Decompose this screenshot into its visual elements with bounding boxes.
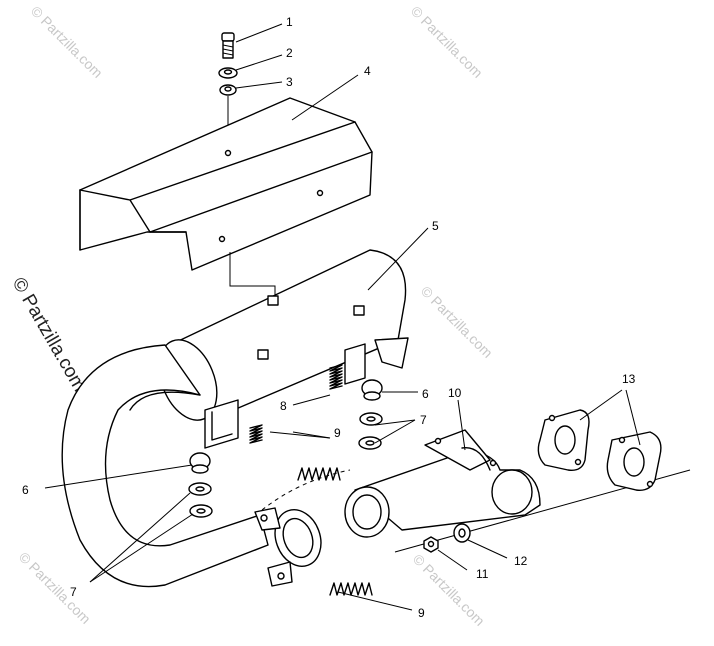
spring-9-mid bbox=[297, 467, 341, 481]
nut-3 bbox=[219, 84, 237, 96]
spring-8 bbox=[329, 364, 343, 390]
callout-6-left: 6 bbox=[22, 483, 29, 497]
head-pipe bbox=[61, 344, 322, 588]
manifold-10 bbox=[344, 429, 541, 538]
callout-8: 8 bbox=[280, 399, 287, 413]
washer-7-right-a bbox=[359, 412, 383, 426]
callout-4: 4 bbox=[364, 64, 371, 78]
watermark-vertical: © Partzilla.com bbox=[8, 274, 90, 395]
callout-6-right: 6 bbox=[422, 387, 429, 401]
callout-9-upper: 9 bbox=[334, 426, 341, 440]
callout-3: 3 bbox=[286, 75, 293, 89]
heat-shield-4 bbox=[79, 97, 373, 271]
callout-2: 2 bbox=[286, 46, 293, 60]
bolt-1 bbox=[221, 32, 235, 59]
washer-2 bbox=[218, 67, 238, 79]
gasket-13-a bbox=[537, 409, 590, 471]
callout-5: 5 bbox=[432, 219, 439, 233]
gasket-13-b bbox=[606, 431, 662, 491]
watermark-top-right: © Partzilla.com bbox=[408, 3, 486, 81]
callout-10: 10 bbox=[448, 386, 462, 400]
spring-9-lower bbox=[329, 582, 373, 596]
leader-lines bbox=[44, 23, 641, 611]
grommet-6-left bbox=[189, 452, 211, 474]
grommet-6-right bbox=[361, 379, 383, 401]
callout-9-lower: 9 bbox=[418, 606, 425, 620]
washer-7-right-b bbox=[358, 436, 382, 450]
callout-1: 1 bbox=[286, 15, 293, 29]
callout-numbers: 1 2 3 4 5 6 7 8 9 10 13 6 11 12 7 9 bbox=[22, 15, 636, 620]
watermark-bottom-left: © Partzilla.com bbox=[16, 549, 94, 627]
callout-13: 13 bbox=[622, 372, 636, 386]
callout-7-right: 7 bbox=[420, 413, 427, 427]
spring-9-upper bbox=[249, 424, 263, 444]
callout-7-left: 7 bbox=[70, 585, 77, 599]
nut-11 bbox=[423, 536, 439, 553]
callout-11: 11 bbox=[476, 567, 489, 581]
watermark-top-left: © Partzilla.com bbox=[28, 3, 106, 81]
washer-7-left-a bbox=[188, 482, 212, 496]
callout-12: 12 bbox=[514, 554, 528, 568]
watermark-mid-right: © Partzilla.com bbox=[418, 283, 496, 361]
washer-12 bbox=[453, 523, 471, 543]
washer-7-left-b bbox=[189, 504, 213, 518]
